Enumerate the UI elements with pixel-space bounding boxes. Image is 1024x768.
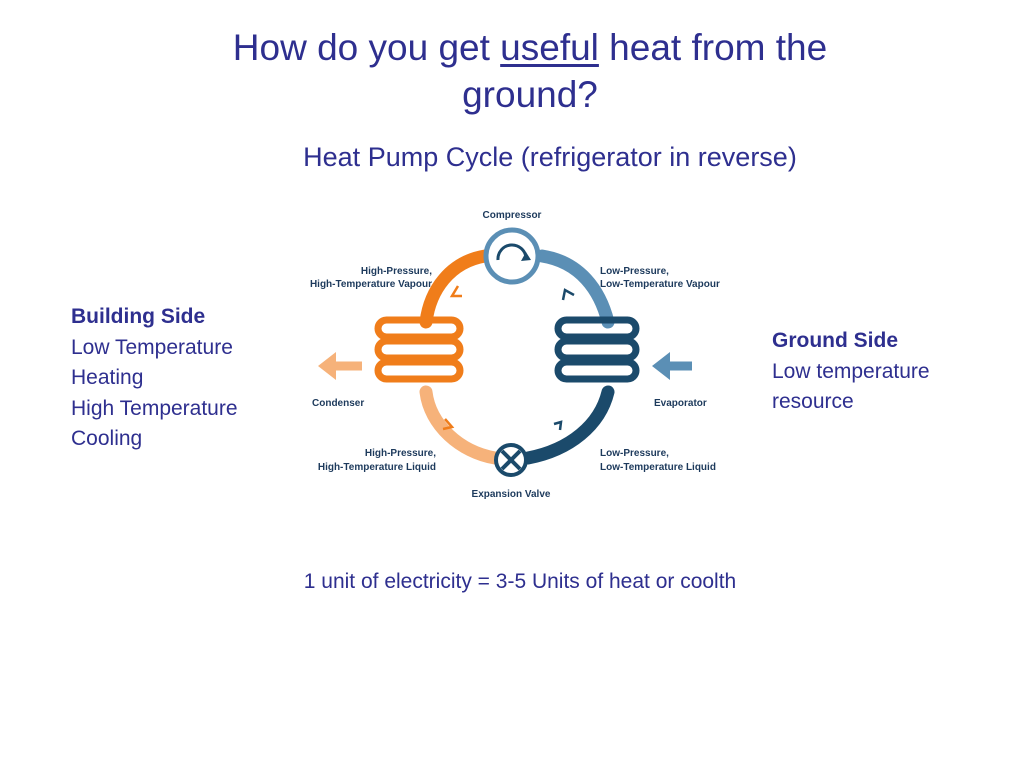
slide-title: How do you get useful heat from the grou… xyxy=(150,24,910,118)
condenser-label: Condenser xyxy=(312,398,364,409)
expansion-valve-icon xyxy=(494,443,528,477)
building-side-text: Building Side Low Temperature Heating Hi… xyxy=(71,302,238,455)
cold-liquid-pipe xyxy=(521,385,615,465)
lp-liquid-label: Low-Temperature Liquid xyxy=(600,462,716,473)
hot-liquid-pipe xyxy=(419,385,502,465)
title-part2: heat from the xyxy=(598,27,828,68)
compressor-icon xyxy=(483,227,541,285)
hp-vapour-label: High-Temperature Vapour xyxy=(310,279,432,290)
cold-vapour-pipe xyxy=(535,249,615,329)
lp-vapour-label: Low-Pressure, xyxy=(600,266,669,277)
compressor-label: Compressor xyxy=(483,210,542,221)
building-side-line: Low Temperature xyxy=(71,335,233,359)
title-line2: ground? xyxy=(462,74,598,115)
evaporator-label: Evaporator xyxy=(654,398,707,409)
lp-vapour-label: Low-Temperature Vapour xyxy=(600,279,720,290)
heat-pump-cycle-diagram: Compressor Expansion Valve Condenser Eva… xyxy=(310,210,720,500)
slide-subtitle: Heat Pump Cycle (refrigerator in reverse… xyxy=(303,142,797,172)
ground-side-heading: Ground Side xyxy=(772,329,898,352)
condenser-coil xyxy=(374,316,464,383)
heat-out-arrow-icon xyxy=(318,352,362,380)
electricity-ratio-note: 1 unit of electricity = 3-5 Units of hea… xyxy=(303,570,737,593)
building-side-line: Heating xyxy=(71,366,144,389)
title-part1: How do you get xyxy=(232,27,501,68)
lp-liquid-label: Low-Pressure, xyxy=(600,448,669,459)
ground-side-text: Ground Side Low temperature resource xyxy=(772,326,930,418)
flow-arrow-icon xyxy=(553,420,563,431)
flow-arrow-icon xyxy=(442,418,455,431)
ground-side-line: resource xyxy=(772,390,854,413)
expansion-valve-label: Expansion Valve xyxy=(472,489,551,500)
hp-liquid-label: High-Temperature Liquid xyxy=(318,462,436,473)
hp-liquid-label: High-Pressure, xyxy=(365,448,436,459)
title-emphasis: useful xyxy=(500,27,599,68)
building-side-heading: Building Side xyxy=(71,305,206,328)
flow-arrow-icon xyxy=(449,285,462,298)
hp-vapour-label: High-Pressure, xyxy=(361,266,432,277)
evaporator-coil xyxy=(554,316,640,383)
building-side-line: High Temperature xyxy=(71,396,238,420)
hot-vapour-pipe xyxy=(419,249,492,329)
building-side-line: Cooling xyxy=(71,427,143,450)
heat-in-arrow-icon xyxy=(652,352,692,380)
ground-side-line: Low temperature xyxy=(772,359,930,383)
flow-arrow-icon xyxy=(561,288,575,301)
